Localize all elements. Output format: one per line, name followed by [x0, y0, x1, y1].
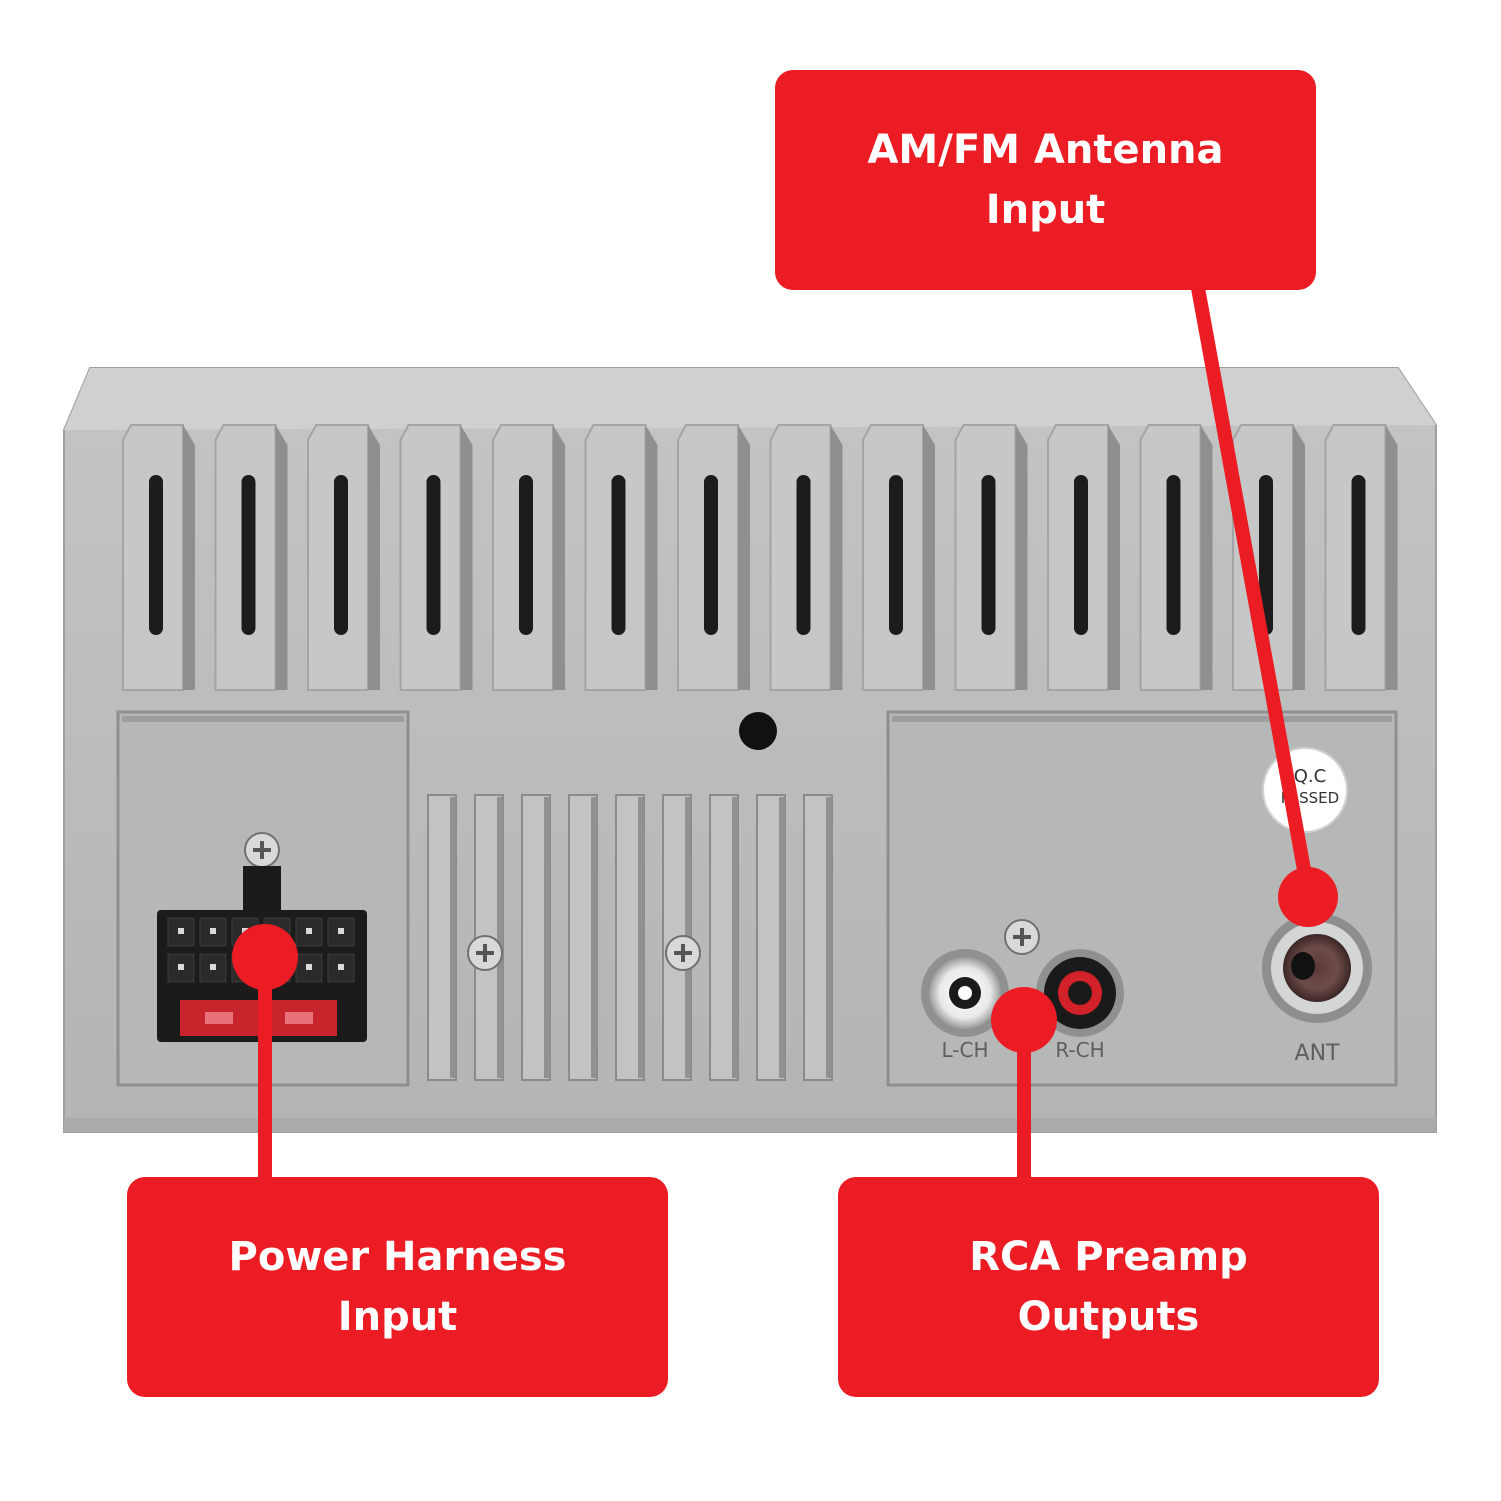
grille-slot: [568, 794, 598, 1081]
fin: [954, 424, 1028, 691]
fin: [1324, 424, 1398, 691]
screw: [467, 935, 503, 971]
fin: [122, 424, 195, 691]
heat-sink-fins: [122, 424, 1398, 691]
antenna-callout-line1: AM/FM Antenna: [867, 127, 1224, 173]
screws: [244, 832, 1040, 971]
grille-slot: [756, 794, 786, 1081]
callout-leaders: [232, 286, 1338, 1180]
grille-slot: [803, 794, 833, 1081]
fin: [862, 424, 935, 691]
rca-right-jack: [1036, 949, 1124, 1037]
rca-outputs-callout: RCA Preamp Outputs: [838, 1177, 1379, 1397]
power-harness-callout: Power Harness Input: [127, 1177, 668, 1397]
grille-slot: [615, 794, 645, 1081]
screw: [665, 935, 701, 971]
rca-callout-line1: RCA Preamp: [969, 1234, 1248, 1280]
power-callout-line1: Power Harness: [228, 1234, 567, 1280]
mounting-hole: [739, 712, 777, 750]
svg-text:Q.C: Q.C: [1294, 766, 1326, 787]
fin: [214, 424, 288, 691]
screw: [244, 832, 280, 868]
antenna-callout-line2: Input: [985, 187, 1106, 233]
fin: [399, 424, 473, 691]
grille-slot: [521, 794, 551, 1081]
grille-slot: [427, 794, 457, 1081]
fin: [1139, 424, 1213, 691]
fin: [1232, 424, 1305, 691]
right-channel-label: R-CH: [1055, 1038, 1104, 1062]
fin: [1047, 424, 1120, 691]
fin: [584, 424, 658, 691]
fin: [769, 424, 843, 691]
fin: [677, 424, 750, 691]
antenna-port-label: ANT: [1295, 1041, 1341, 1066]
power-callout-line2: Input: [337, 1294, 458, 1340]
fin: [307, 424, 380, 691]
qc-passed-sticker: Q.C PASSED: [1262, 747, 1348, 833]
fin: [492, 424, 565, 691]
screw: [1004, 919, 1040, 955]
antenna-port: [1262, 913, 1372, 1023]
left-channel-label: L-CH: [941, 1038, 988, 1062]
antenna-input-callout: AM/FM Antenna Input: [775, 70, 1316, 290]
grille-slot: [709, 794, 739, 1081]
rca-callout-line2: Outputs: [1017, 1294, 1200, 1340]
rca-left-jack: [921, 949, 1009, 1037]
